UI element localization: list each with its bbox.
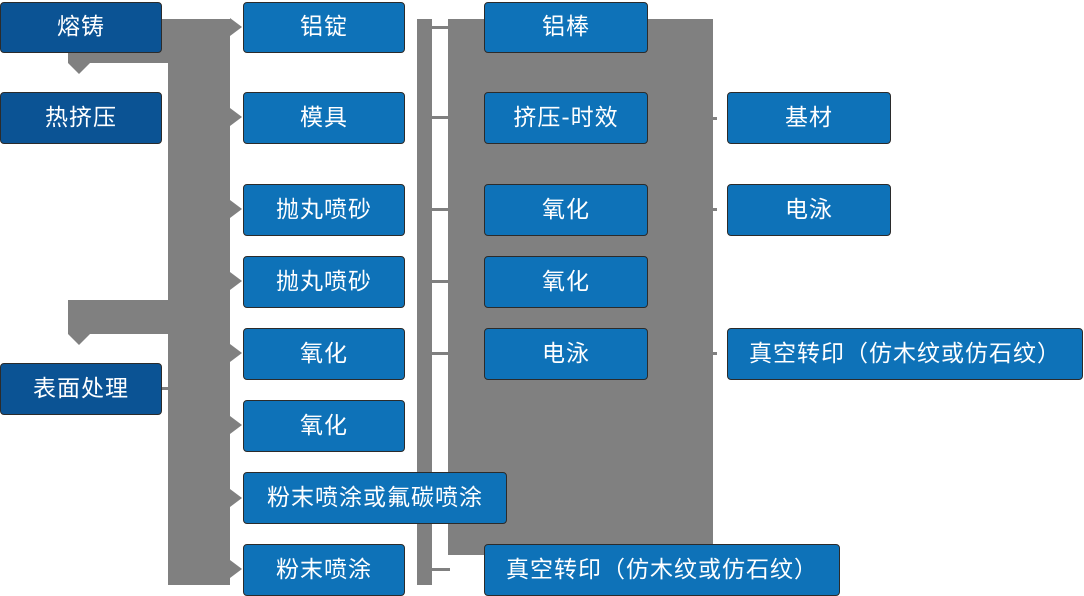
- process-label-shot-blasting-1: 抛丸喷砂: [276, 196, 372, 223]
- output-box-extrusion-aging[interactable]: 挤压-时效: [484, 92, 648, 144]
- connector-tick-oxidation-4: [432, 280, 450, 283]
- output-box-oxidation-3[interactable]: 氧化: [484, 184, 648, 236]
- output-label-electrophoresis-1: 电泳: [542, 340, 590, 367]
- stage-label-surface-treatment: 表面处理: [33, 375, 129, 402]
- process-label-powder-coating: 粉末喷涂: [276, 556, 372, 583]
- process-label-oxidation-1: 氧化: [300, 340, 348, 367]
- final-label-vacuum-transfer-2: 真空转印（仿木纹或仿石纹）: [749, 340, 1061, 367]
- stage-label-hot-extrusion: 热挤压: [45, 104, 117, 131]
- connector-notch-down-hot-extrusion: [68, 63, 90, 74]
- connector-notch-down-surface-treatment: [68, 334, 90, 345]
- connector-rail-process: [417, 19, 432, 585]
- output-box-oxidation-4[interactable]: 氧化: [484, 256, 648, 308]
- process-label-aluminium-ingot: 铝锭: [300, 14, 348, 40]
- process-label-oxidation-2: 氧化: [300, 412, 348, 439]
- connector-tick-electrophoresis-1: [432, 352, 450, 355]
- process-label-shot-blasting-2: 抛丸喷砂: [276, 268, 372, 295]
- output-label-vacuum-transfer-1: 真空转印（仿木纹或仿石纹）: [506, 556, 818, 583]
- arrow-to-powder-coating: [230, 560, 242, 578]
- process-box-aluminium-ingot[interactable]: 铝锭: [243, 2, 405, 53]
- output-label-oxidation-3: 氧化: [542, 196, 590, 223]
- arrow-to-powder-or-pvdf: [230, 489, 242, 507]
- final-label-base-material: 基材: [785, 104, 833, 131]
- arrow-to-mould: [230, 108, 242, 126]
- final-box-electrophoresis-2[interactable]: 电泳: [727, 184, 891, 236]
- final-label-electrophoresis-2: 电泳: [785, 196, 833, 223]
- output-box-vacuum-transfer-1[interactable]: 真空转印（仿木纹或仿石纹）: [484, 544, 840, 596]
- output-box-electrophoresis-1[interactable]: 电泳: [484, 328, 648, 380]
- output-label-extrusion-aging: 挤压-时效: [513, 104, 619, 131]
- stage-box-surface-treatment[interactable]: 表面处理: [0, 363, 162, 415]
- connector-band-stage-to-process: [168, 19, 230, 585]
- output-label-aluminium-bar: 铝棒: [542, 14, 590, 40]
- connector-tick-vacuum-transfer-1: [432, 568, 450, 571]
- final-box-base-material[interactable]: 基材: [727, 92, 891, 144]
- process-box-shot-blasting-2[interactable]: 抛丸喷砂: [243, 256, 405, 308]
- process-box-shot-blasting-1[interactable]: 抛丸喷砂: [243, 184, 405, 236]
- stage-box-hot-extrusion[interactable]: 热挤压: [0, 92, 162, 144]
- connector-tick-aluminium-bar: [432, 26, 450, 29]
- connector-stub-surface-treatment: [68, 300, 178, 334]
- process-label-mould: 模具: [300, 104, 348, 131]
- process-box-oxidation-2[interactable]: 氧化: [243, 400, 405, 452]
- final-box-vacuum-transfer-2[interactable]: 真空转印（仿木纹或仿石纹）: [727, 328, 1083, 380]
- process-box-mould[interactable]: 模具: [243, 92, 405, 144]
- process-box-powder-coating[interactable]: 粉末喷涂: [243, 544, 405, 596]
- arrow-to-oxidation-1: [230, 344, 242, 362]
- output-label-oxidation-4: 氧化: [542, 268, 590, 295]
- process-label-powder-or-pvdf: 粉末喷涂或氟碳喷涂: [267, 484, 483, 511]
- arrow-to-vacuum-transfer-2: [705, 348, 713, 358]
- connector-tick-oxidation-3: [432, 208, 450, 211]
- process-box-powder-or-pvdf[interactable]: 粉末喷涂或氟碳喷涂: [243, 472, 507, 524]
- arrow-to-oxidation-2: [230, 416, 242, 434]
- stage-label-melt-cast: 熔铸: [57, 14, 105, 40]
- stage-box-melt-cast[interactable]: 熔铸: [0, 2, 162, 53]
- process-box-oxidation-1[interactable]: 氧化: [243, 328, 405, 380]
- output-box-aluminium-bar[interactable]: 铝棒: [484, 2, 648, 53]
- arrow-to-electrophoresis-2: [705, 204, 713, 214]
- connector-line-surface-treatment: [162, 387, 186, 390]
- connector-tick-extrusion-aging: [432, 116, 450, 119]
- arrow-to-base-material: [705, 113, 713, 123]
- arrow-to-shot-blasting-1: [230, 200, 242, 218]
- arrow-to-aluminium-ingot: [230, 18, 242, 36]
- arrow-to-shot-blasting-2: [230, 272, 242, 290]
